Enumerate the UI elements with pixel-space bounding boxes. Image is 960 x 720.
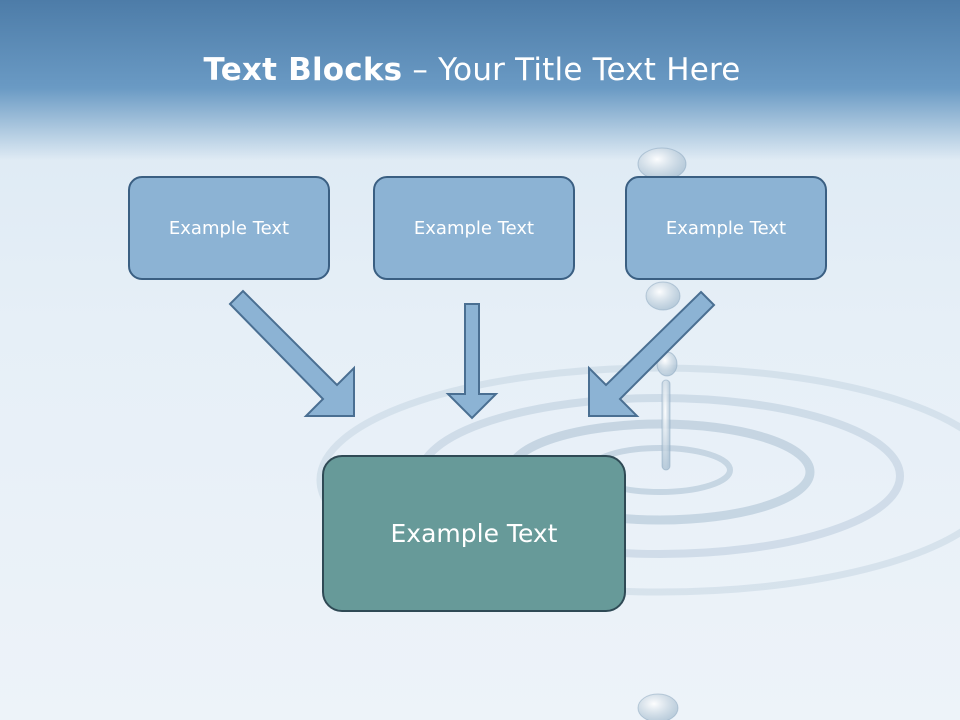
- text-block-3-label: Example Text: [665, 217, 787, 239]
- result-block: Example Text: [322, 455, 626, 612]
- result-block-label: Example Text: [390, 519, 558, 548]
- title-separator: –: [402, 52, 439, 88]
- text-block-3: Example Text: [625, 176, 827, 280]
- text-block-1: Example Text: [128, 176, 330, 280]
- title-rest: Your Title Text Here: [438, 52, 741, 88]
- arrow-right-diagonal: [588, 290, 716, 417]
- header-band: [0, 0, 960, 160]
- text-block-1-label: Example Text: [168, 217, 290, 239]
- slide-title: Text Blocks – Your Title Text Here: [0, 52, 944, 88]
- text-block-2-label: Example Text: [413, 217, 535, 239]
- title-bold: Text Blocks: [203, 52, 403, 88]
- arrow-down: [445, 303, 499, 420]
- text-block-2: Example Text: [373, 176, 575, 280]
- arrow-left-diagonal: [228, 289, 355, 417]
